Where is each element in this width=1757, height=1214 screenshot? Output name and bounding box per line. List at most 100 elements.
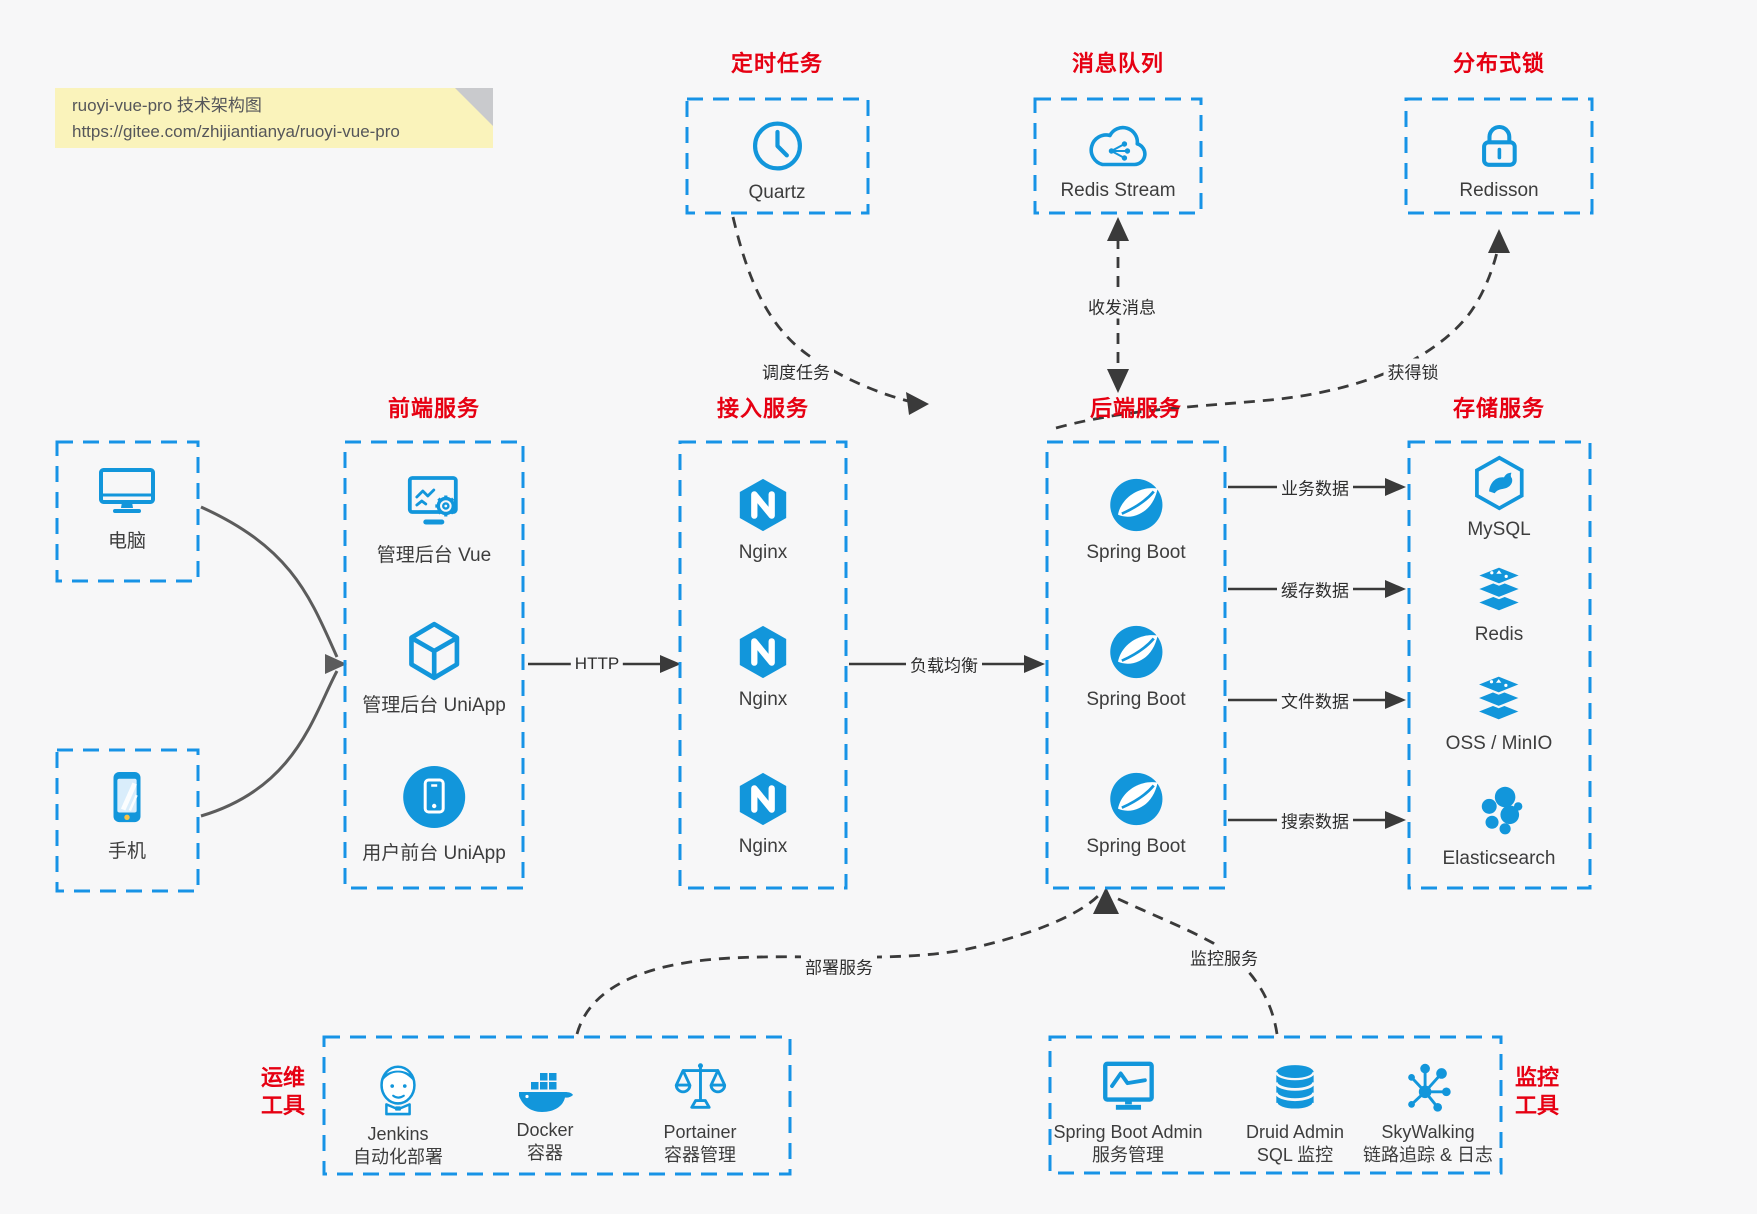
group-title-backend: 后端服务: [1089, 396, 1183, 421]
edge-label-business-data: 业务数据: [1277, 474, 1353, 500]
quartz-box: [685, 97, 870, 215]
node-spring-boot-3: Spring Boot: [1086, 770, 1186, 858]
nginx-icon: [739, 478, 787, 532]
edge-label-cache-data: 缓存数据: [1277, 576, 1353, 602]
object-storage-icon: [1473, 674, 1525, 722]
database-icon: [1274, 1065, 1316, 1112]
tool-name: Druid Admin: [1245, 1122, 1345, 1142]
monitor-chart-icon: [1102, 1061, 1154, 1110]
node-spring-boot-admin: Spring Boot Admin 服务管理: [1053, 1058, 1203, 1167]
arrowhead-lock: [1488, 229, 1510, 253]
group-title-monitor: 监控 工具: [1515, 1064, 1559, 1120]
redis-stack-icon: [1473, 565, 1525, 613]
node-label: 用户前台 UniApp: [362, 843, 506, 864]
frontend-box: [343, 440, 525, 890]
group-title-scheduled: 定时任务: [730, 51, 824, 76]
desktop-icon: [99, 468, 155, 513]
tool-desc: 容器管理: [663, 1145, 736, 1165]
tool-label: Druid Admin SQL 监控: [1246, 1121, 1344, 1167]
arrowhead-file-data: [1385, 691, 1406, 709]
group-title-mq: 消息队列: [1071, 51, 1165, 76]
node-spring-boot-2: Spring Boot: [1086, 623, 1186, 711]
tool-name: Jenkins: [367, 1124, 429, 1144]
node-nginx-1: Nginx: [734, 476, 792, 564]
node-label: Redisson: [1459, 180, 1539, 201]
tool-desc: SQL 监控: [1256, 1145, 1334, 1165]
node-label: Quartz: [748, 182, 806, 203]
node-label: Elasticsearch: [1442, 848, 1556, 869]
ops-title-line1: 运维: [260, 1065, 306, 1090]
ops-title-line2: 工具: [260, 1093, 306, 1118]
tool-name: Portainer: [663, 1122, 737, 1142]
note-url: https://gitee.com/zhijiantianya/ruoyi-vu…: [72, 122, 400, 141]
gateway-box: [678, 440, 848, 890]
tool-desc: 自动化部署: [353, 1147, 443, 1167]
arrowhead-message-up: [1107, 217, 1129, 241]
monitor-box: [1048, 1035, 1503, 1175]
tool-label: Portainer 容器管理: [663, 1121, 736, 1167]
mysql-icon: [1474, 455, 1524, 511]
tool-desc: 服务管理: [1092, 1145, 1164, 1165]
group-title-frontend: 前端服务: [387, 396, 481, 421]
nginx-icon: [739, 625, 787, 679]
edge-label-schedule: 调度任务: [758, 358, 834, 384]
group-title-gateway: 接入服务: [716, 396, 810, 421]
tool-desc: 链路追踪 & 日志: [1362, 1145, 1494, 1165]
node-redis-stream: Redis Stream: [1060, 122, 1176, 202]
node-label: Redis Stream: [1060, 180, 1176, 201]
edge-label-monitor: 监控服务: [1186, 944, 1262, 970]
node-label: 管理后台 Vue: [376, 545, 492, 566]
monitor-title-line2: 工具: [1514, 1093, 1560, 1118]
storage-box: [1407, 440, 1592, 890]
node-jenkins: Jenkins 自动化部署: [353, 1056, 443, 1169]
edge-label-load-balance: 负载均衡: [906, 651, 982, 677]
tool-label: SkyWalking 链路追踪 & 日志: [1363, 1121, 1493, 1167]
node-oss-minio: OSS / MinIO: [1445, 671, 1553, 755]
docker-icon: [519, 1073, 573, 1112]
node-label: OSS / MinIO: [1445, 733, 1553, 754]
jenkins-icon: [380, 1065, 416, 1116]
node-label: Redis: [1474, 624, 1524, 645]
spring-boot-icon: [1109, 625, 1163, 679]
node-mysql: MySQL: [1467, 455, 1531, 541]
group-title-ops: 运维 工具: [261, 1064, 305, 1120]
lock-icon: [1481, 124, 1517, 167]
node-label: 电脑: [107, 531, 146, 552]
edge-computer-to-frontend: [200, 505, 339, 658]
node-nginx-2: Nginx: [734, 623, 792, 711]
node-druid-admin: Druid Admin SQL 监控: [1246, 1060, 1344, 1167]
tool-desc: 容器: [526, 1143, 563, 1163]
monitor-title-line1: 监控: [1514, 1065, 1560, 1090]
group-title-storage: 存储服务: [1452, 396, 1546, 421]
node-admin-vue: 管理后台 Vue: [377, 472, 491, 567]
edge-label-lock: 获得锁: [1383, 358, 1443, 384]
node-label: MySQL: [1467, 519, 1531, 540]
computer-box: [55, 440, 200, 583]
node-label: Nginx: [738, 836, 788, 857]
elasticsearch-icon: [1481, 786, 1522, 835]
mobile-app-circle-icon: [402, 766, 465, 828]
node-phone: 手机: [100, 768, 154, 863]
spring-boot-icon: [1109, 772, 1163, 826]
node-label: Nginx: [738, 689, 788, 710]
arrowhead-search-data: [1385, 811, 1406, 829]
smartphone-icon: [113, 771, 141, 823]
tool-name: Spring Boot Admin: [1053, 1122, 1203, 1142]
arrowhead-backend-bottom: [1093, 887, 1119, 914]
phone-box: [55, 748, 200, 893]
node-label: Spring Boot: [1086, 542, 1186, 563]
node-quartz: Quartz: [748, 118, 806, 204]
tool-name: SkyWalking: [1381, 1122, 1475, 1142]
arrowhead-cache-data: [1385, 580, 1406, 598]
network-nodes-icon: [1408, 1063, 1451, 1112]
node-label: 手机: [107, 841, 146, 862]
node-docker: Docker 容器: [513, 1062, 577, 1165]
node-skywalking: SkyWalking 链路追踪 & 日志: [1363, 1058, 1493, 1167]
node-spring-boot-1: Spring Boot: [1086, 476, 1186, 564]
sticky-note: ruoyi-vue-pro 技术架构图 https://gitee.com/zh…: [55, 88, 493, 148]
node-label: Nginx: [738, 542, 788, 563]
admin-console-icon: [408, 476, 458, 525]
tool-name: Docker: [516, 1120, 574, 1140]
tool-label: Jenkins 自动化部署: [353, 1123, 443, 1169]
